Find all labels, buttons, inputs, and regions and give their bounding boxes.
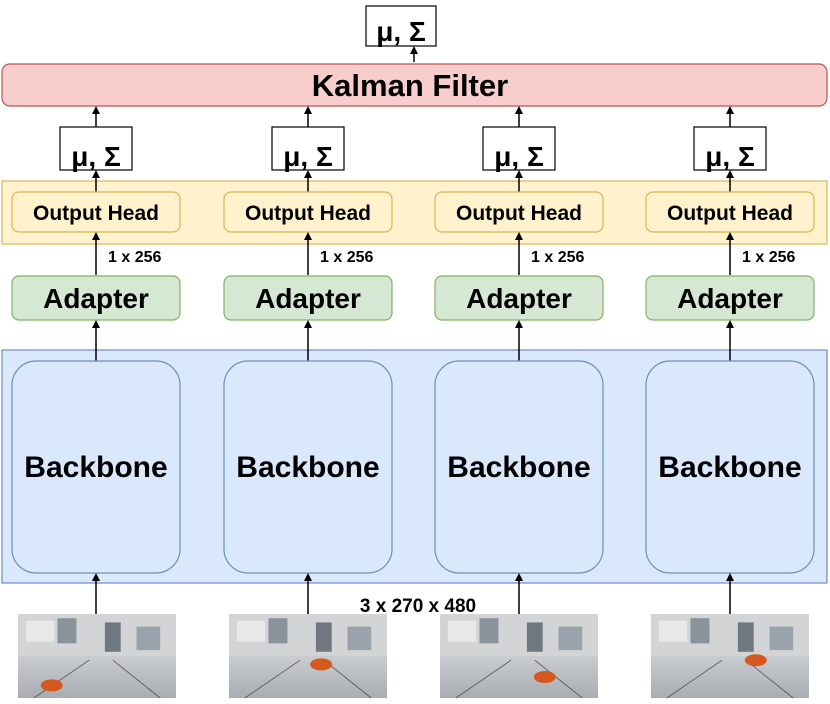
image-equipment: [236, 620, 266, 642]
image-equipment: [25, 620, 55, 642]
camera-image-2: [229, 614, 387, 699]
image-equipment: [479, 618, 499, 644]
camera-image-4: [651, 614, 809, 699]
image-equipment: [347, 626, 372, 651]
feature-dim-label: 1 x 256: [531, 249, 584, 266]
adapter-label: Adapter: [466, 283, 572, 314]
image-equipment: [447, 620, 477, 642]
kalman-filter-label: Kalman Filter: [312, 68, 508, 103]
kalman-filter: Kalman Filter: [1, 63, 828, 107]
final-output-label: μ, Σ: [376, 16, 426, 47]
mu-sigma-label: μ, Σ: [705, 141, 755, 172]
adapter-label: Adapter: [43, 283, 149, 314]
mu-sigma-box: [482, 126, 556, 171]
camera-image-3: [440, 614, 598, 699]
output-head-label: Output Head: [245, 202, 371, 225]
output-head-label: Output Head: [456, 202, 582, 225]
output-head-label: Output Head: [33, 202, 159, 225]
image-equipment: [136, 626, 161, 651]
image-floor-line: [112, 659, 161, 699]
image-floor-line: [455, 659, 512, 699]
image-equipment: [526, 622, 543, 652]
image-equipment: [268, 618, 288, 644]
output-head-label: Output Head: [667, 202, 793, 225]
adapter-label: Adapter: [677, 283, 783, 314]
image-equipment: [104, 622, 121, 652]
mu-sigma-box: [59, 126, 133, 171]
image-rc-car: [310, 658, 333, 671]
image-floor-line: [244, 659, 301, 699]
feature-dim-label: 1 x 256: [742, 249, 795, 266]
image-floor-line: [33, 659, 90, 699]
image-rc-car: [40, 679, 63, 692]
backbone-label: Backbone: [658, 451, 801, 484]
input-dim-label: 3 x 270 x 480: [360, 596, 476, 617]
adapter-label: Adapter: [255, 283, 361, 314]
mu-sigma-box: [271, 126, 345, 171]
image-equipment: [737, 622, 754, 652]
backbone-label: Backbone: [447, 451, 590, 484]
mu-sigma-box: [693, 126, 767, 171]
image-equipment: [658, 620, 688, 642]
image-floor-line: [745, 659, 794, 699]
image-equipment: [558, 626, 583, 651]
image-equipment: [315, 622, 332, 652]
final-output: μ, Σ: [365, 5, 437, 47]
camera-image-1: [18, 614, 176, 699]
backbone-label: Backbone: [24, 451, 167, 484]
backbone-label: Backbone: [236, 451, 379, 484]
mu-sigma-label: μ, Σ: [71, 141, 121, 172]
feature-dim-label: 1 x 256: [108, 249, 161, 266]
image-rc-car: [744, 654, 767, 667]
mu-sigma-label: μ, Σ: [283, 141, 333, 172]
image-equipment: [57, 618, 77, 644]
image-floor-line: [323, 659, 372, 699]
image-equipment: [769, 626, 794, 651]
feature-dim-label: 1 x 256: [320, 249, 373, 266]
kalman-filter-box: [1, 63, 828, 107]
image-floor-line: [666, 659, 723, 699]
mu-sigma-label: μ, Σ: [494, 141, 544, 172]
image-equipment: [690, 618, 710, 644]
image-rc-car: [533, 671, 556, 683]
image-floor-line: [534, 659, 583, 699]
